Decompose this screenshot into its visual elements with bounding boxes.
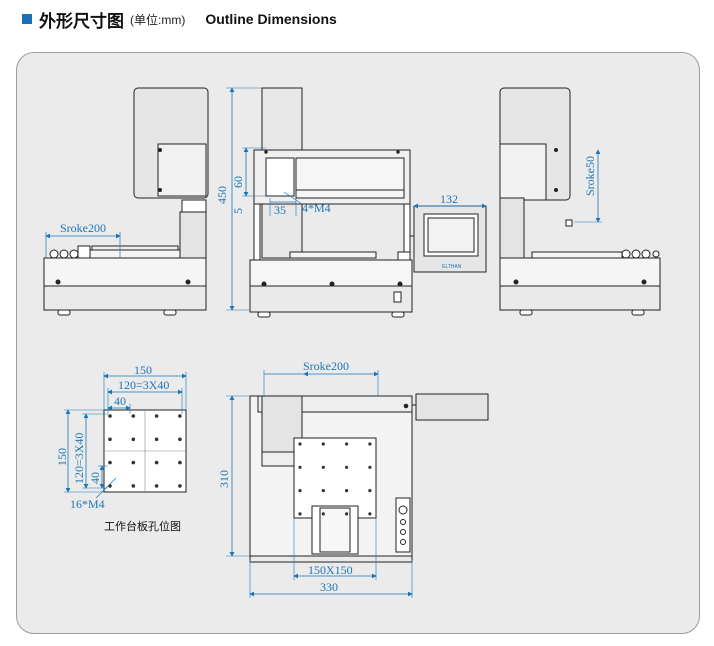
square-bullet-icon	[22, 14, 32, 24]
stroke-right-label: Sroke50	[583, 156, 597, 196]
top-view	[249, 393, 489, 563]
title-english: Outline Dimensions	[205, 11, 337, 27]
top-width-label: 330	[320, 580, 338, 594]
plate-width-label: 150	[134, 363, 152, 377]
plate-pitch-h-label: 120=3X40	[118, 378, 169, 392]
mounting-hole	[345, 512, 349, 516]
stroke-dimension-left: Sroke200	[45, 221, 121, 258]
plate-pitch-h-single-label: 40	[114, 394, 126, 408]
height-upper-label: 60	[231, 176, 245, 188]
front-dimensions: 450 60 5 35 4*M4 132	[215, 87, 487, 311]
mounting-hole	[345, 465, 349, 469]
mounting-hole	[321, 512, 325, 516]
stroke-dimension-right: Sroke50	[574, 149, 602, 223]
unit-label: (单位:mm)	[130, 12, 186, 27]
mounting-hole	[345, 489, 349, 493]
mounting-hole	[154, 437, 159, 442]
title-chinese: 外形尺寸图	[39, 11, 124, 31]
holes-label: 4*M4	[302, 201, 331, 215]
mounting-hole	[108, 437, 112, 442]
mounting-hole	[178, 414, 182, 418]
mounting-hole	[321, 442, 325, 446]
mounting-hole	[345, 442, 349, 446]
brand-label: ELTHAN	[442, 264, 462, 270]
side-view-right	[499, 87, 661, 316]
pendant-width-label: 132	[440, 192, 458, 206]
mounting-hole	[131, 460, 136, 465]
mounting-hole	[321, 489, 325, 493]
mounting-hole	[298, 489, 302, 493]
plate-pitch-v-label: 120=3X40	[72, 433, 86, 484]
teach-pendant: ELTHAN	[410, 205, 487, 273]
front-view	[249, 87, 413, 318]
mounting-hole	[131, 414, 136, 418]
worktable-plate	[103, 409, 187, 493]
offset-label: 35	[274, 203, 286, 217]
mounting-hole	[368, 442, 372, 446]
plate-height-label: 150	[55, 448, 69, 466]
mounting-hole	[298, 512, 302, 516]
mounting-hole	[368, 512, 372, 516]
mounting-hole	[298, 442, 302, 446]
mounting-hole	[298, 465, 302, 469]
mounting-hole	[178, 460, 182, 465]
mounting-hole	[131, 437, 136, 442]
top-table-label: 150X150	[308, 563, 353, 577]
top-dimensions: Sroke200 310 150X150 330	[217, 359, 413, 598]
plate-pitch-v-single-label: 40	[88, 472, 102, 484]
mounting-hole	[108, 414, 112, 418]
mounting-hole	[154, 460, 159, 465]
mounting-hole	[368, 465, 372, 469]
mounting-hole	[178, 437, 182, 442]
plate-holes	[108, 414, 182, 488]
height-small-label: 5	[231, 208, 245, 214]
side-view-left	[43, 87, 209, 316]
top-depth-label: 310	[217, 470, 231, 488]
mounting-hole	[154, 484, 159, 488]
plate-holes-label: 16*M4	[70, 497, 105, 511]
top-stroke-label: Sroke200	[303, 359, 349, 373]
mounting-hole	[108, 460, 112, 465]
mounting-hole	[108, 484, 112, 488]
height-total-label: 450	[215, 186, 229, 204]
mounting-hole	[178, 484, 182, 488]
mounting-hole	[131, 484, 136, 488]
plate-dimensions: 150 120=3X40 40 150 120=3X40 40 16*M4	[55, 363, 187, 511]
mounting-hole	[321, 465, 325, 469]
mounting-hole	[154, 414, 159, 418]
mounting-hole	[368, 489, 372, 493]
top-table-holes	[298, 442, 372, 516]
section-header: 外形尺寸图 (单位:mm) Outline Dimensions	[22, 8, 337, 31]
plate-caption: 工作台板孔位图	[104, 519, 181, 533]
stroke-label: Sroke200	[60, 221, 106, 235]
